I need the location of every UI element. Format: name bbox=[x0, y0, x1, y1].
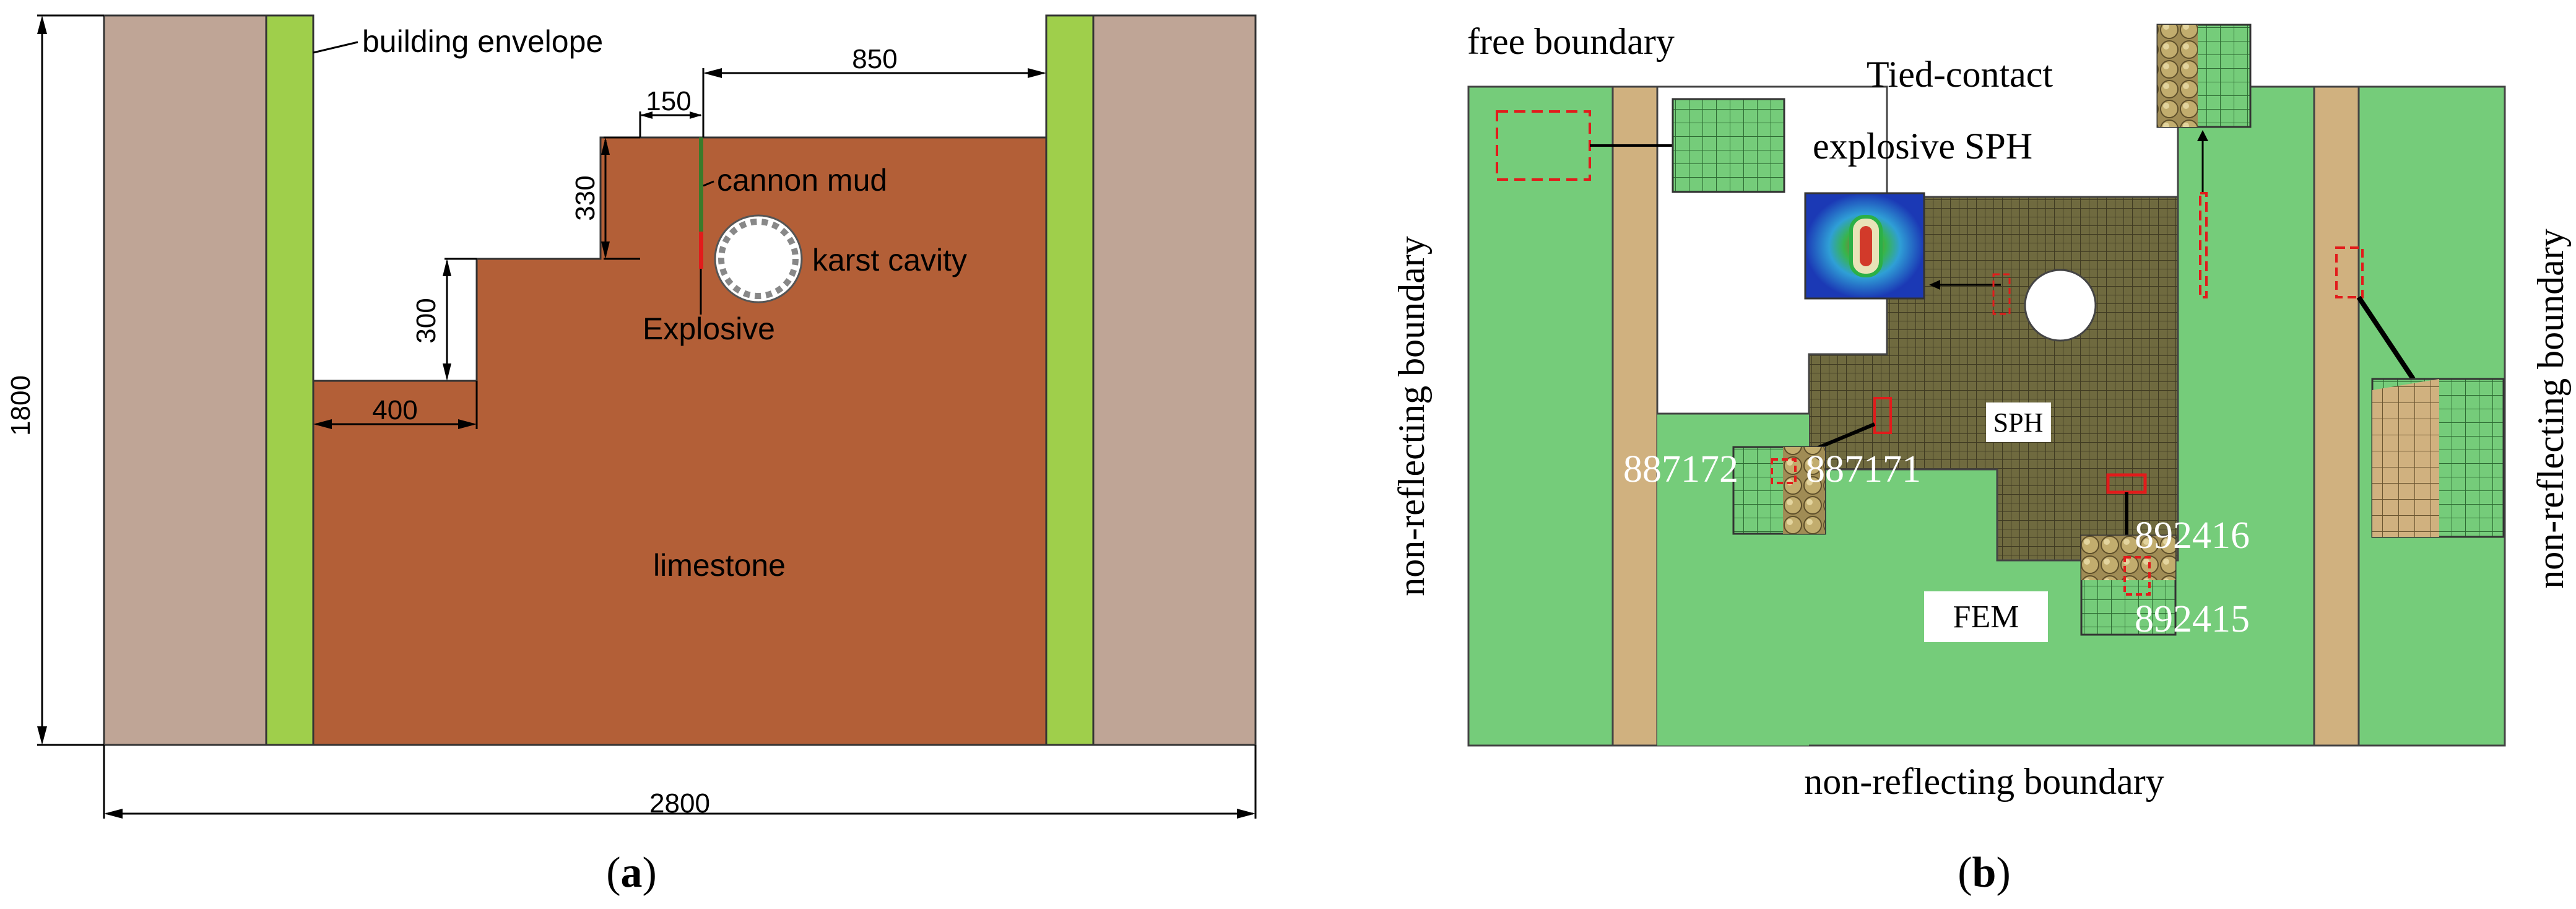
label-850: 850 bbox=[852, 44, 897, 74]
panel-a: 1800 2800 850 150 bbox=[6, 14, 1257, 897]
cavity-b bbox=[2024, 269, 2097, 342]
label-non-reflecting-left: non-reflecting boundary bbox=[1391, 236, 1432, 596]
dimension-150 bbox=[639, 111, 702, 137]
left-contact-node-marker bbox=[1771, 458, 1797, 484]
caption-b: (b) bbox=[1958, 849, 2011, 897]
label-node-892415: 892415 bbox=[2135, 598, 2250, 640]
panel-b: free boundary Tied-contact explosive SPH… bbox=[1391, 21, 2571, 897]
right-envelope-inset-tan bbox=[2372, 379, 2439, 537]
label-330: 330 bbox=[570, 175, 601, 220]
label-400: 400 bbox=[372, 395, 417, 425]
explosive-sph-core-inner bbox=[1860, 226, 1872, 266]
fem-label-box bbox=[1924, 591, 2048, 642]
karst-cavity bbox=[714, 214, 803, 303]
right-envelope-leader bbox=[2356, 295, 2416, 381]
right-building-envelope bbox=[1045, 14, 1095, 746]
label-fem: FEM bbox=[1953, 599, 2019, 635]
right-envelope-marker bbox=[2335, 246, 2364, 298]
left-envelope-b bbox=[1611, 85, 1659, 747]
tied-contact-marker bbox=[2199, 192, 2208, 298]
label-non-reflecting-bottom: non-reflecting boundary bbox=[1804, 761, 2164, 802]
label-150: 150 bbox=[646, 86, 691, 116]
sph-label-box bbox=[1986, 402, 2051, 442]
label-sph: SPH bbox=[1993, 407, 2044, 438]
cannon-mud bbox=[699, 137, 703, 232]
dimension-1800 bbox=[37, 14, 104, 746]
dimension-330 bbox=[601, 136, 640, 260]
left-soil bbox=[103, 14, 267, 746]
free-boundary-inset bbox=[1672, 98, 1785, 193]
explosive-charge bbox=[699, 232, 703, 269]
left-building-envelope bbox=[265, 14, 314, 746]
dimension-400 bbox=[313, 381, 478, 429]
label-tied-contact: Tied-contact bbox=[1867, 54, 2053, 95]
label-explosive: Explosive bbox=[643, 311, 775, 346]
label-free-boundary: free boundary bbox=[1467, 21, 1675, 62]
limestone-rock bbox=[312, 136, 1047, 746]
label-2800: 2800 bbox=[649, 788, 710, 819]
left-contact-particles bbox=[1783, 447, 1825, 534]
label-node-887171: 887171 bbox=[1806, 448, 1921, 490]
label-cannon-mud: cannon mud bbox=[717, 163, 887, 198]
leader-building-envelope bbox=[313, 41, 358, 54]
left-contact-marker bbox=[1873, 397, 1892, 434]
caption-a: (a) bbox=[606, 849, 657, 897]
right-envelope-b bbox=[2313, 85, 2360, 747]
label-building-envelope: building envelope bbox=[362, 24, 603, 59]
void-outline bbox=[1657, 197, 1888, 415]
karst-cavity-ring bbox=[718, 219, 799, 299]
dimension-850 bbox=[702, 68, 1046, 137]
explosive-sph-marker bbox=[1992, 273, 2011, 315]
dimension-2800 bbox=[103, 745, 1257, 819]
label-300: 300 bbox=[411, 298, 441, 343]
label-non-reflecting-right: non-reflecting boundary bbox=[2530, 228, 2571, 588]
label-node-887172: 887172 bbox=[1623, 448, 1738, 490]
tied-contact-arrow bbox=[2197, 130, 2208, 141]
label-karst-cavity: karst cavity bbox=[812, 243, 967, 277]
leader-cannon-mud bbox=[703, 180, 714, 187]
dimension-300 bbox=[443, 258, 477, 381]
explosive-sph-arrow bbox=[1929, 280, 1940, 290]
label-node-892416: 892416 bbox=[2135, 515, 2250, 557]
label-limestone: limestone bbox=[653, 548, 786, 583]
label-1800: 1800 bbox=[6, 375, 36, 436]
bottom-contact-node-marker bbox=[2123, 556, 2151, 596]
right-soil bbox=[1092, 14, 1257, 746]
tied-contact-particles bbox=[2158, 25, 2198, 127]
label-explosive-sph: explosive SPH bbox=[1813, 126, 2032, 167]
